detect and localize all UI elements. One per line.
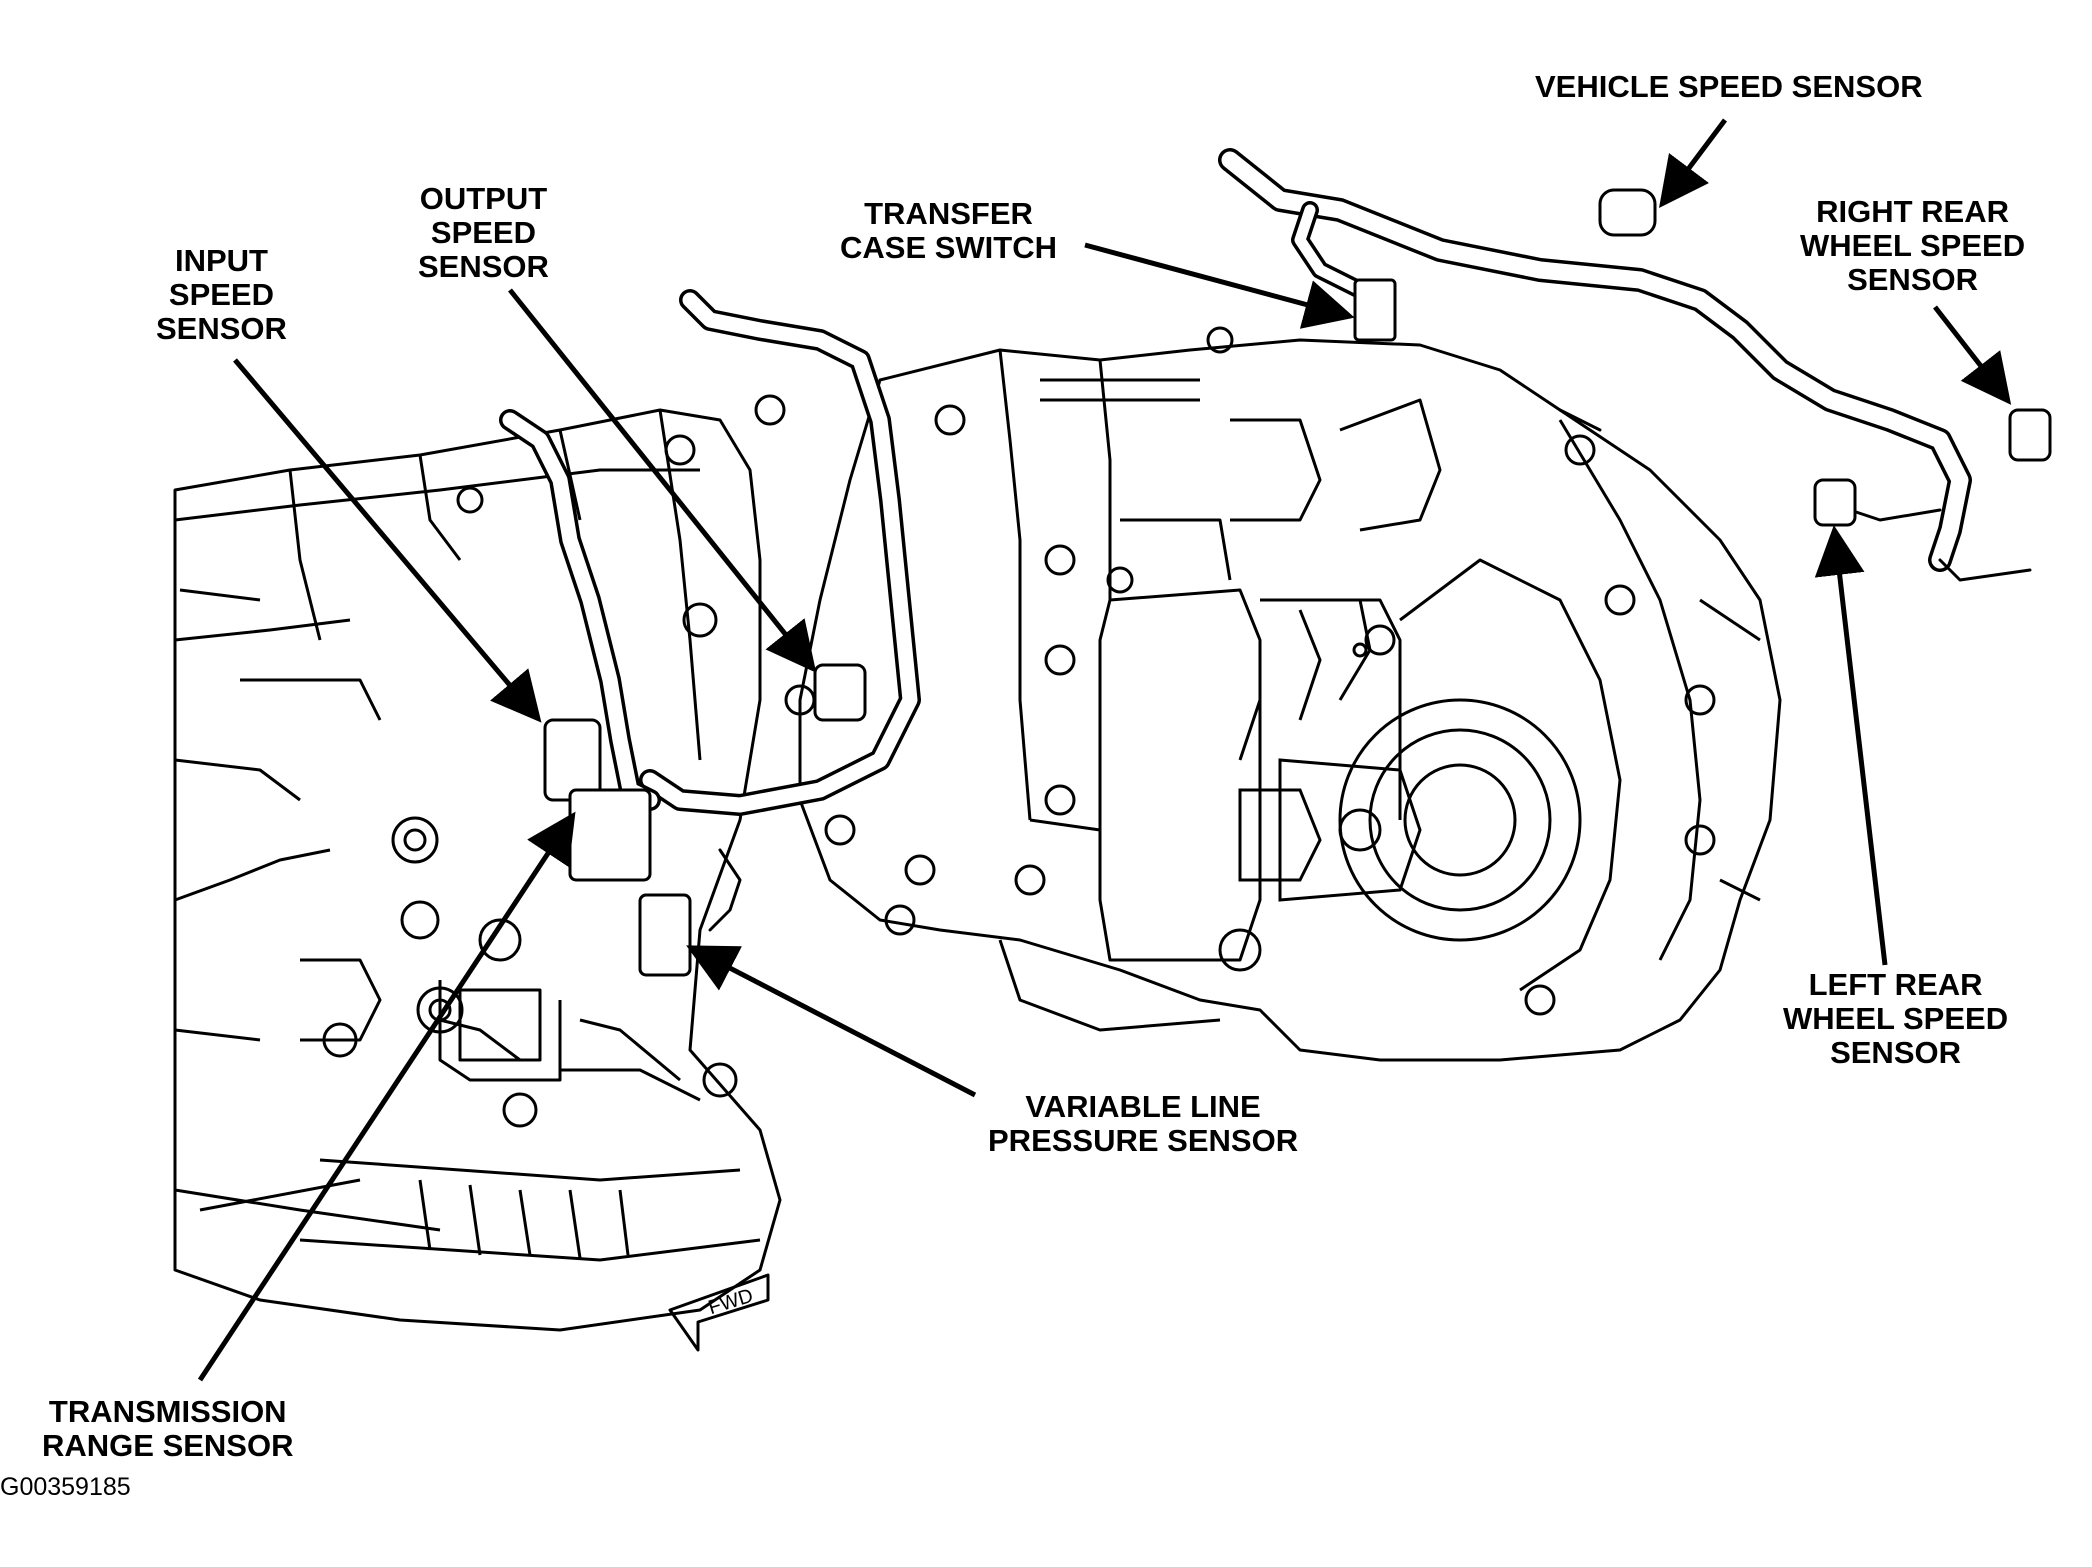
- vehicle-speed-sensor-connector: [1598, 188, 1657, 237]
- figure-id: G00359185: [0, 1473, 131, 1501]
- transmission-bolts: [322, 394, 936, 1128]
- variable-line-pressure-sensor-label: VARIABLE LINE PRESSURE SENSOR: [988, 1089, 1299, 1158]
- output-speed-sensor-label: OUTPUT SPEED SENSOR: [418, 181, 549, 284]
- right-rear-wheel-speed-sensor-label: RIGHT REAR WHEEL SPEED SENSOR: [1800, 194, 2026, 297]
- transmission-housing: [173, 408, 782, 1332]
- left-rear-wheel-speed-sensor-connector: [1813, 478, 1857, 527]
- transfer-case-bolts: [934, 326, 1716, 1016]
- transmission-range-sensor-connector: [568, 788, 652, 882]
- variable-line-pressure-sensor-connector: [638, 893, 692, 977]
- wiring-harness: [499, 148, 2032, 932]
- yoke-flange: [1218, 599, 1582, 972]
- fwd-arrow: [668, 1273, 770, 1352]
- sensor-connectors: [543, 188, 2052, 977]
- input-speed-sensor-label: INPUT SPEED SENSOR: [156, 243, 287, 346]
- transfer-case-switch-connector: [1353, 278, 1397, 342]
- input-speed-sensor-connector: [543, 718, 602, 802]
- right-rear-wheel-speed-sensor-connector: [2008, 408, 2052, 462]
- transfer-case-switch-label: TRANSFER CASE SWITCH: [840, 196, 1057, 265]
- transfer-case-housing: [798, 338, 1782, 1062]
- leader-arrows: [197, 118, 2012, 1382]
- output-speed-sensor-connector: [813, 663, 867, 722]
- left-rear-wheel-speed-sensor-label: LEFT REAR WHEEL SPEED SENSOR: [1783, 967, 2009, 1070]
- vehicle-speed-sensor-label: VEHICLE SPEED SENSOR: [1535, 69, 1923, 104]
- transmission-range-sensor-label: TRANSMISSION RANGE SENSOR: [42, 1394, 294, 1463]
